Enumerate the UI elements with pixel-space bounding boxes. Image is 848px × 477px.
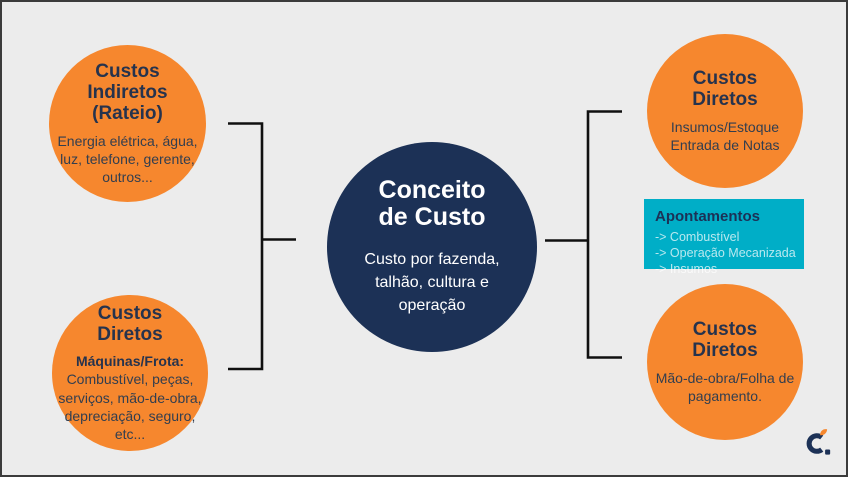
node-heading: Custos Diretos [692,68,758,111]
node-body: Combustível, peças, serviços, mão-de-obr… [58,371,202,443]
callout-apontamentos: Apontamentos -> Combustível -> Operação … [644,199,804,276]
node-custos-diretos-insumos: Custos Diretos Insumos/Estoque Entrada d… [647,34,803,188]
node-body: Mão-de-obra/Folha de pagamento. [655,369,795,404]
node-custos-diretos-maquinas-frota: Custos Diretos Máquinas/Frota: Combustív… [52,295,208,451]
node-custos-diretos-mao-de-obra: Custos Diretos Mão-de-obra/Folha de paga… [647,284,803,440]
brand-logo-icon [806,429,831,455]
right-bracket [586,110,622,359]
callout-title: Apontamentos [655,208,760,225]
node-body: Energia elétrica, água, luz, telefone, g… [57,132,198,185]
node-heading: Conceito de Custo [378,175,486,232]
node-heading: Custos Diretos [692,319,758,362]
node-body: Insumos/Estoque Entrada de Notas [670,118,780,153]
node-body: Custo por fazenda, talhão, cultura e ope… [364,250,500,315]
left-bracket [228,122,264,371]
callout-item: -> Operação Mecanizada [655,246,796,261]
node-heading: Custos Diretos [97,302,163,346]
callout-item: -> Insumos [655,262,718,277]
node-custos-indiretos-rateio: Custos Indiretos (Rateio) Energia elétri… [49,45,206,202]
node-conceito-de-custo: Conceito de Custo Custo por fazenda, tal… [327,142,537,352]
node-subheading: Máquinas/Frota: [75,353,185,370]
callout-item: -> Combustível [655,230,740,245]
node-heading: Custos Indiretos (Rateio) [87,60,168,125]
